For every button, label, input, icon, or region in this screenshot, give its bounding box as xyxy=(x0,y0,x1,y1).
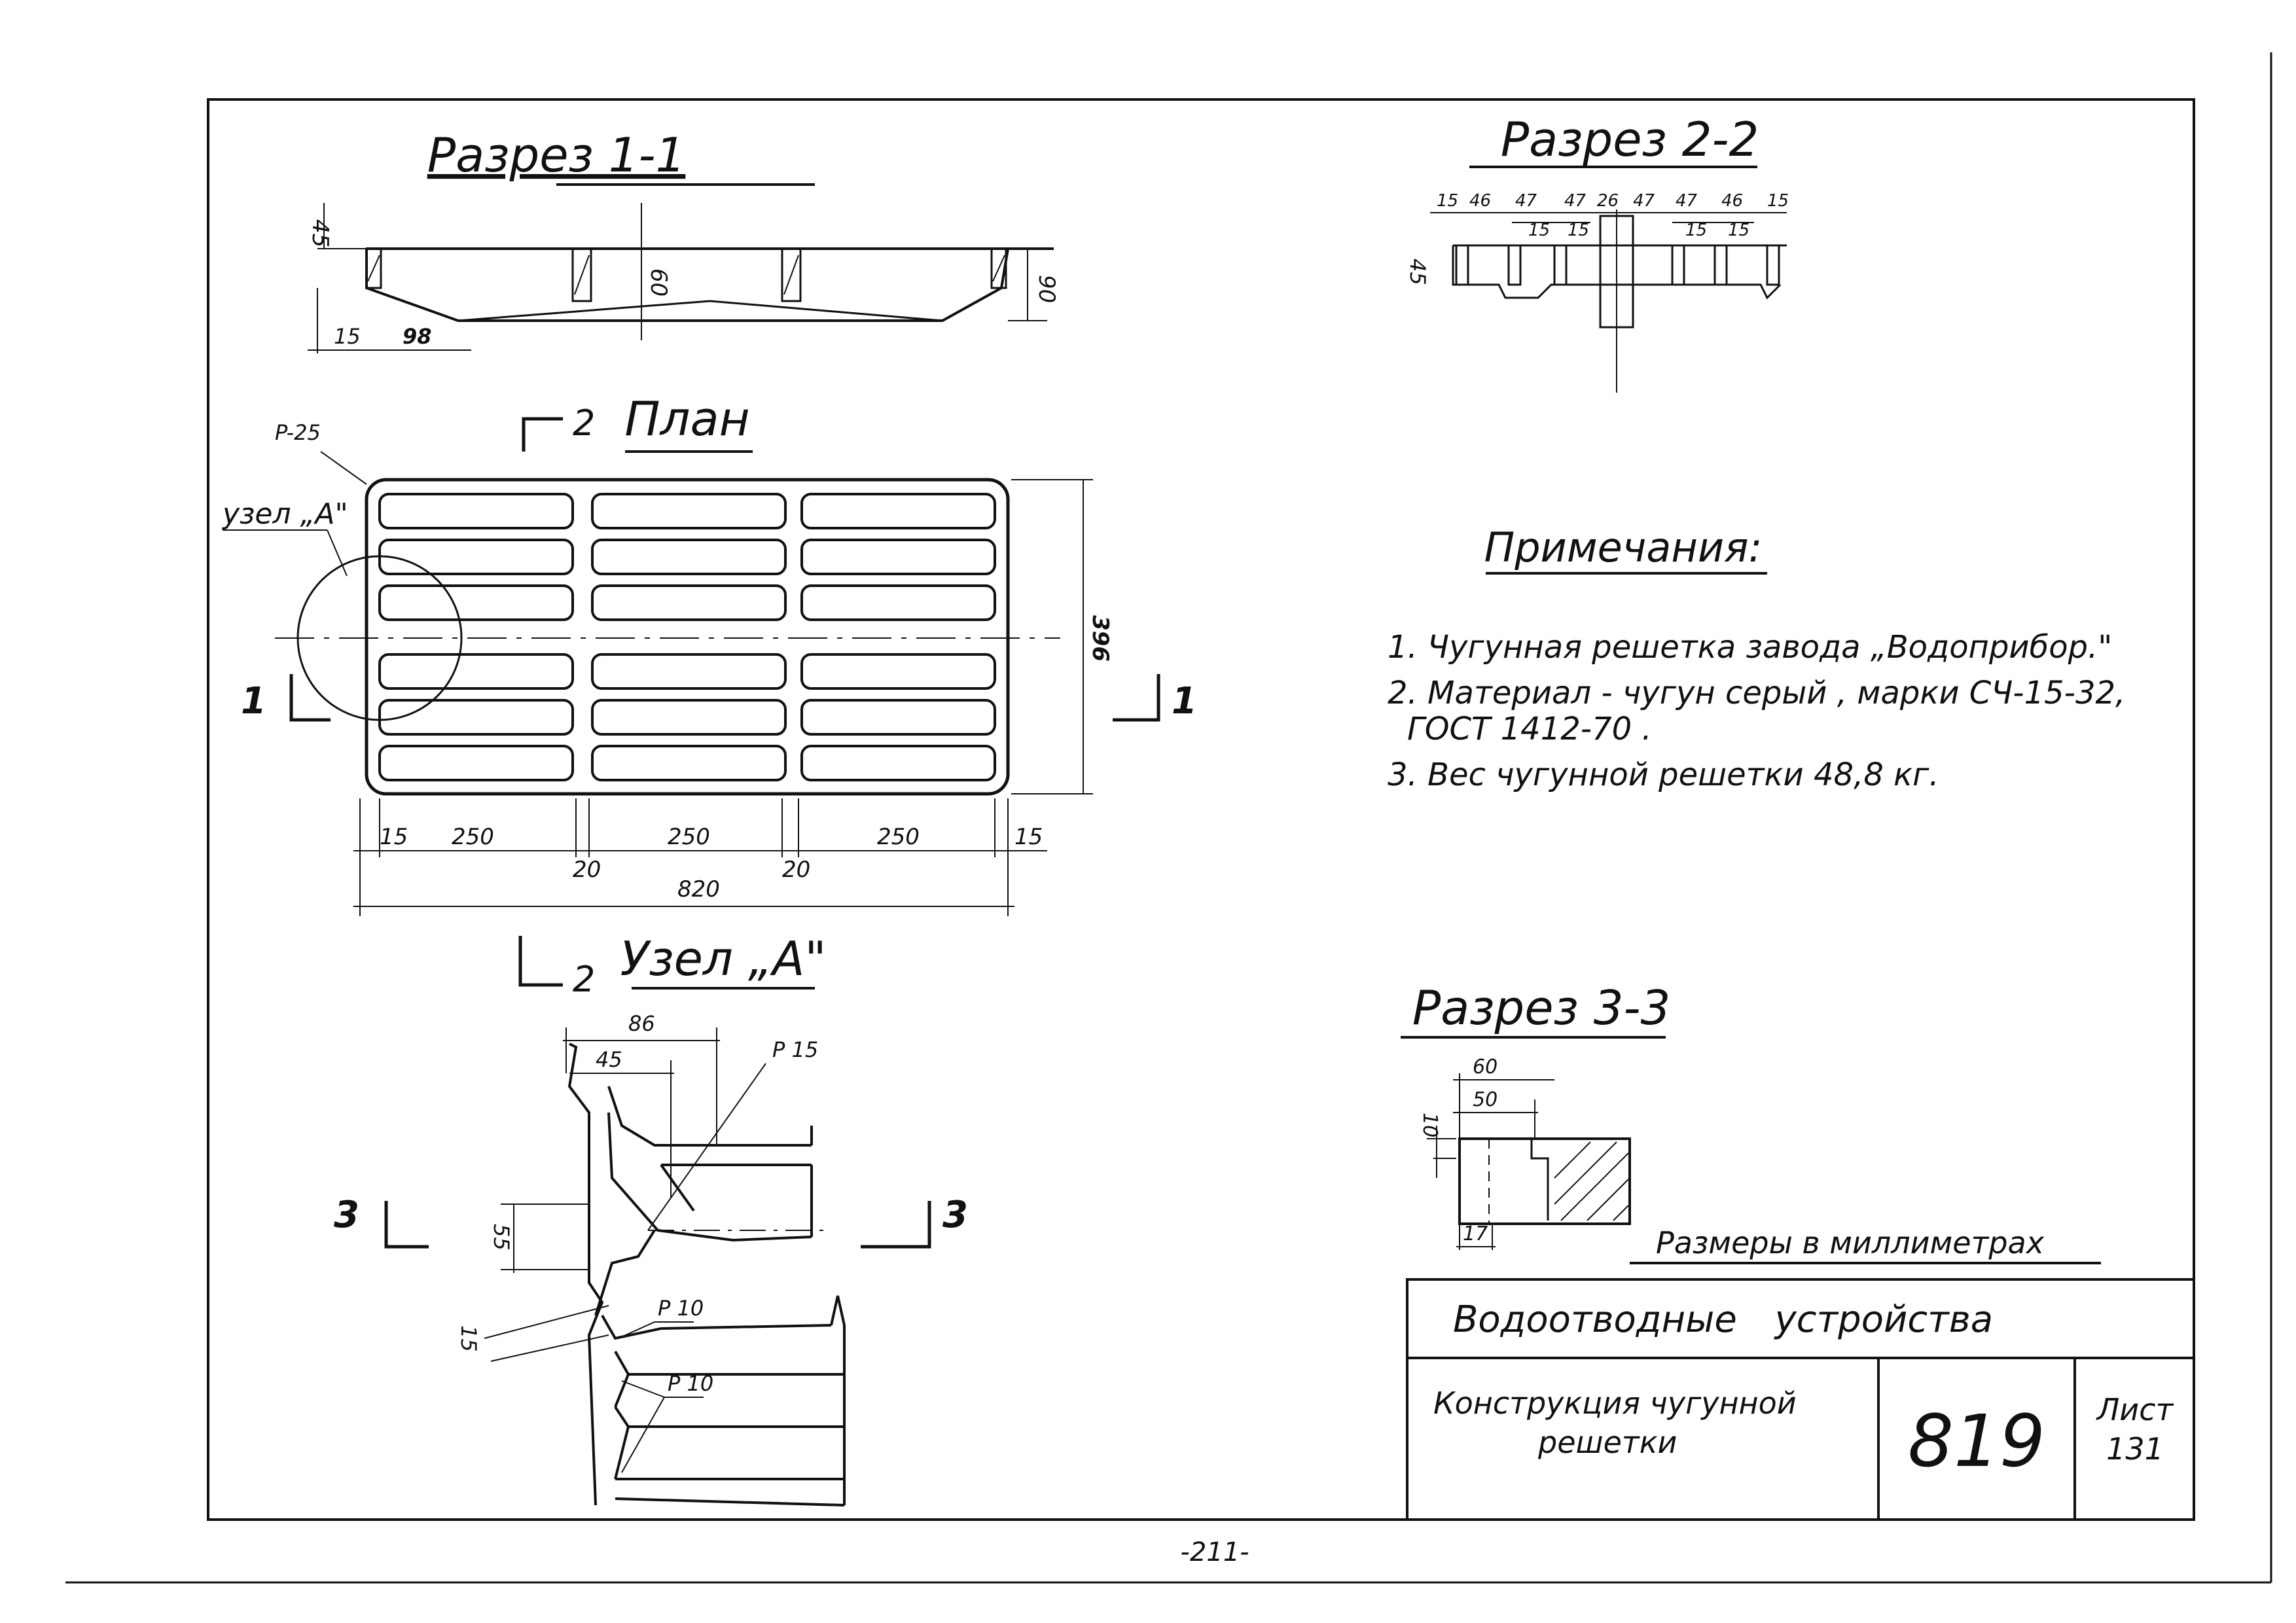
svg-text:15: 15 xyxy=(334,324,361,349)
page-number: -211- xyxy=(1180,1537,1249,1567)
svg-text:250: 250 xyxy=(452,824,494,850)
svg-text:47: 47 xyxy=(1676,191,1698,211)
svg-text:17: 17 xyxy=(1463,1222,1488,1245)
note-item-3: 3. Вес чугунной решетки 48,8 кг. xyxy=(1388,757,1939,793)
node-a-title: Узел „A" xyxy=(620,931,826,986)
svg-text:45: 45 xyxy=(1405,259,1430,285)
svg-text:50: 50 xyxy=(1473,1088,1498,1111)
title-block: Водоотводные устройства Конструкция чугу… xyxy=(1406,1278,2195,1521)
section-3-3: Разрез 3-3 60 50 10 17 xyxy=(1401,980,1670,1250)
section-2-2: Разрез 2-2 15 46 47 47 26 47 47 46 15 15… xyxy=(1405,112,1789,393)
notes-title: Примечания: xyxy=(1484,524,1763,571)
svg-text:2: 2 xyxy=(573,959,595,1000)
sheet-frame xyxy=(207,98,2195,1521)
grate-outline xyxy=(365,478,1010,796)
svg-text:3: 3 xyxy=(942,1194,968,1236)
section-2-2-title: Разрез 2-2 xyxy=(1501,112,1759,167)
svg-text:15: 15 xyxy=(1568,221,1589,240)
svg-text:46: 46 xyxy=(1469,191,1491,211)
svg-text:47: 47 xyxy=(1633,191,1655,211)
note-item-2b: ГОСТ 1412-70 . xyxy=(1407,711,1652,747)
svg-text:55: 55 xyxy=(489,1224,514,1251)
svg-text:15: 15 xyxy=(1685,221,1707,240)
svg-text:P 15: P 15 xyxy=(772,1037,818,1062)
plan-view: 2 План P-25 узел „A" xyxy=(221,391,1197,916)
svg-text:98: 98 xyxy=(403,324,432,349)
svg-text:P 10: P 10 xyxy=(658,1296,704,1321)
svg-text:10: 10 xyxy=(1418,1113,1441,1137)
title-block-sheet-number: 131 xyxy=(2106,1431,2164,1467)
section-1-1-title: Разрез 1-1 xyxy=(427,128,686,183)
svg-text:46: 46 xyxy=(1721,191,1743,211)
svg-text:15: 15 xyxy=(1767,191,1789,211)
svg-text:1: 1 xyxy=(1172,680,1197,722)
svg-text:15: 15 xyxy=(456,1325,481,1352)
svg-text:3: 3 xyxy=(334,1194,359,1236)
title-block-sheet-label: Лист xyxy=(2096,1392,2174,1427)
title-block-number: 819 xyxy=(1908,1399,2045,1483)
node-a-detail: 2 Узел „A" 86 45 P 15 xyxy=(334,931,968,1507)
svg-text:86: 86 xyxy=(628,1011,655,1036)
note-item-2: 2. Материал - чугун серый , марки СЧ-15-… xyxy=(1388,675,2125,711)
svg-text:15: 15 xyxy=(1437,191,1458,211)
svg-text:15: 15 xyxy=(1528,221,1550,240)
svg-text:20: 20 xyxy=(573,857,601,883)
notes: Примечания: 1. Чугунная решетка завода „… xyxy=(1388,524,2125,793)
svg-text:15: 15 xyxy=(380,824,408,850)
node-a-outline xyxy=(567,1043,846,1507)
svg-text:60: 60 xyxy=(1473,1056,1498,1079)
svg-text:47: 47 xyxy=(1564,191,1587,211)
svg-text:15: 15 xyxy=(1728,221,1749,240)
svg-text:47: 47 xyxy=(1515,191,1537,211)
section-2-2-dims: 15 46 47 47 26 47 47 46 15 15 15 15 15 xyxy=(1437,191,1789,240)
svg-text:60: 60 xyxy=(645,268,672,296)
svg-text:45: 45 xyxy=(307,219,333,247)
svg-text:250: 250 xyxy=(877,824,920,850)
svg-text:90: 90 xyxy=(1033,275,1060,303)
section-1-1-profile xyxy=(365,247,1054,322)
grate-slots xyxy=(378,493,996,781)
svg-text:45: 45 xyxy=(596,1047,622,1072)
section-3-3-title: Разрез 3-3 xyxy=(1412,980,1671,1035)
svg-text:2: 2 xyxy=(573,402,595,444)
svg-text:15: 15 xyxy=(1014,824,1043,850)
title-block-header: Водоотводные устройства xyxy=(1453,1298,1993,1341)
svg-text:26: 26 xyxy=(1597,191,1619,211)
node-a-label: узел „A" xyxy=(221,497,348,531)
section-3-3-hatch xyxy=(1554,1141,1629,1221)
svg-text:P 10: P 10 xyxy=(668,1371,713,1396)
title-block-name-2: решетки xyxy=(1537,1425,1677,1460)
svg-text:820: 820 xyxy=(677,876,720,902)
title-block-name-1: Конструкция чугунной xyxy=(1433,1385,1797,1421)
section-1-1: Разрез 1-1 45 60 90 15 98 xyxy=(307,128,1060,353)
plan-title: План xyxy=(624,391,749,446)
svg-text:20: 20 xyxy=(782,857,810,883)
svg-text:1: 1 xyxy=(241,680,266,722)
svg-text:P-25: P-25 xyxy=(275,420,321,445)
svg-text:396: 396 xyxy=(1087,615,1113,662)
svg-text:250: 250 xyxy=(668,824,710,850)
units-note: Размеры в миллиметрах xyxy=(1656,1225,2045,1260)
note-item-1: 1. Чугунная решетка завода „Водоприбор." xyxy=(1388,629,2112,666)
